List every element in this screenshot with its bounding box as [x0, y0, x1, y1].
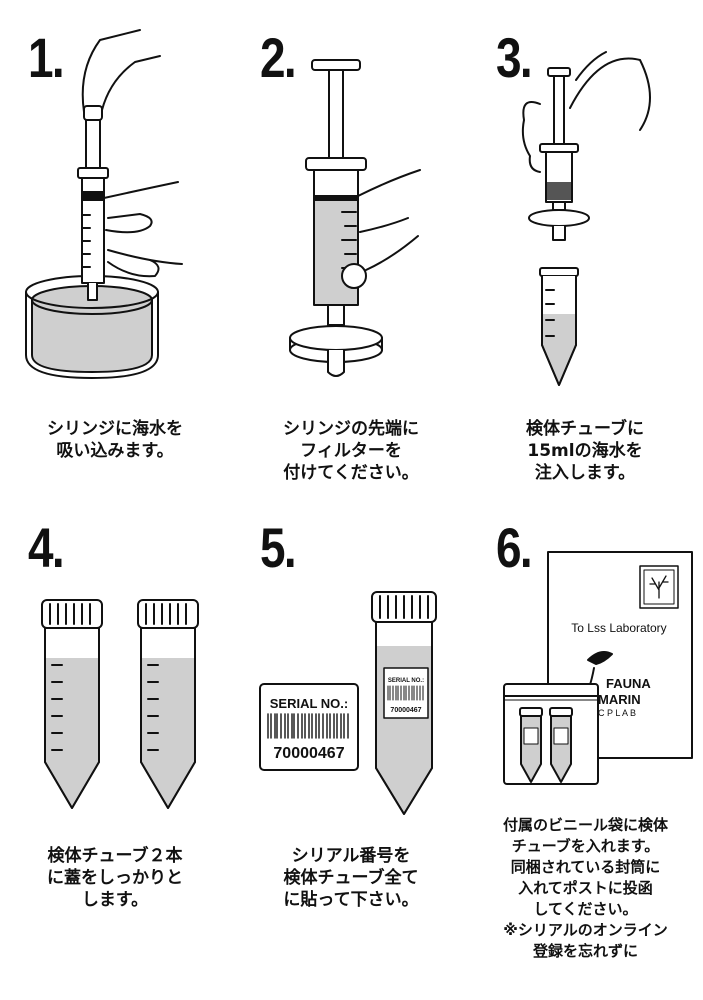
filter-step2	[289, 325, 383, 377]
envelope-address: To Lss Laboratory	[571, 621, 666, 635]
logo-cplab: C P L A B	[598, 708, 636, 718]
step-caption-5: シリアル番号を 検体チューブ全て に貼って下さい。	[283, 846, 419, 910]
step-number-1: 1.	[28, 26, 65, 89]
hand-illustration-3	[521, 51, 651, 173]
syringe-step3	[528, 67, 590, 241]
step-number-3: 3.	[496, 26, 533, 89]
bag-tube-right	[549, 707, 573, 783]
step-caption-3: 検体チューブに 15mlの海水を 注入します。	[526, 419, 644, 483]
step-number-4: 4.	[28, 516, 65, 579]
serial-label-title: SERIAL NO.:	[270, 696, 349, 711]
syringe-step1	[77, 105, 109, 301]
beaker-illustration	[25, 275, 159, 379]
tube-serial-number: 70000467	[390, 707, 421, 714]
step-caption-1: シリンジに海水を 吸い込みます。	[47, 419, 183, 461]
tube-left-step4	[41, 599, 103, 809]
step-caption-2: シリンジの先端に フィルターを 付けてください。	[283, 419, 419, 483]
serial-label-number: 70000467	[273, 745, 344, 762]
step-number-2: 2.	[260, 26, 297, 89]
logo-marin: MARIN	[598, 692, 641, 707]
step-number-6: 6.	[496, 516, 533, 579]
hand-illustration-2	[341, 169, 421, 289]
step-number-5: 5.	[260, 516, 297, 579]
barcode-large	[267, 713, 349, 739]
step-caption-6: 付属のビニール袋に検体 チューブを入れます。 同梱されている封筒に 入れてポスト…	[502, 816, 668, 960]
tube-right-step4	[137, 599, 199, 809]
tube-step5	[371, 591, 437, 815]
plastic-bag-illustration	[503, 683, 599, 785]
step-caption-4: 検体チューブ２本 に蓋をしっかりと します。	[47, 846, 183, 910]
tube-step3	[539, 267, 579, 386]
syringe-step2	[305, 59, 367, 326]
barcode-small	[387, 685, 424, 701]
bag-tube-left	[519, 707, 543, 783]
logo-fauna: FAUNA	[606, 676, 651, 691]
hand-illustration-1	[81, 29, 183, 278]
tube-serial-title: SERIAL NO.:	[388, 678, 424, 684]
